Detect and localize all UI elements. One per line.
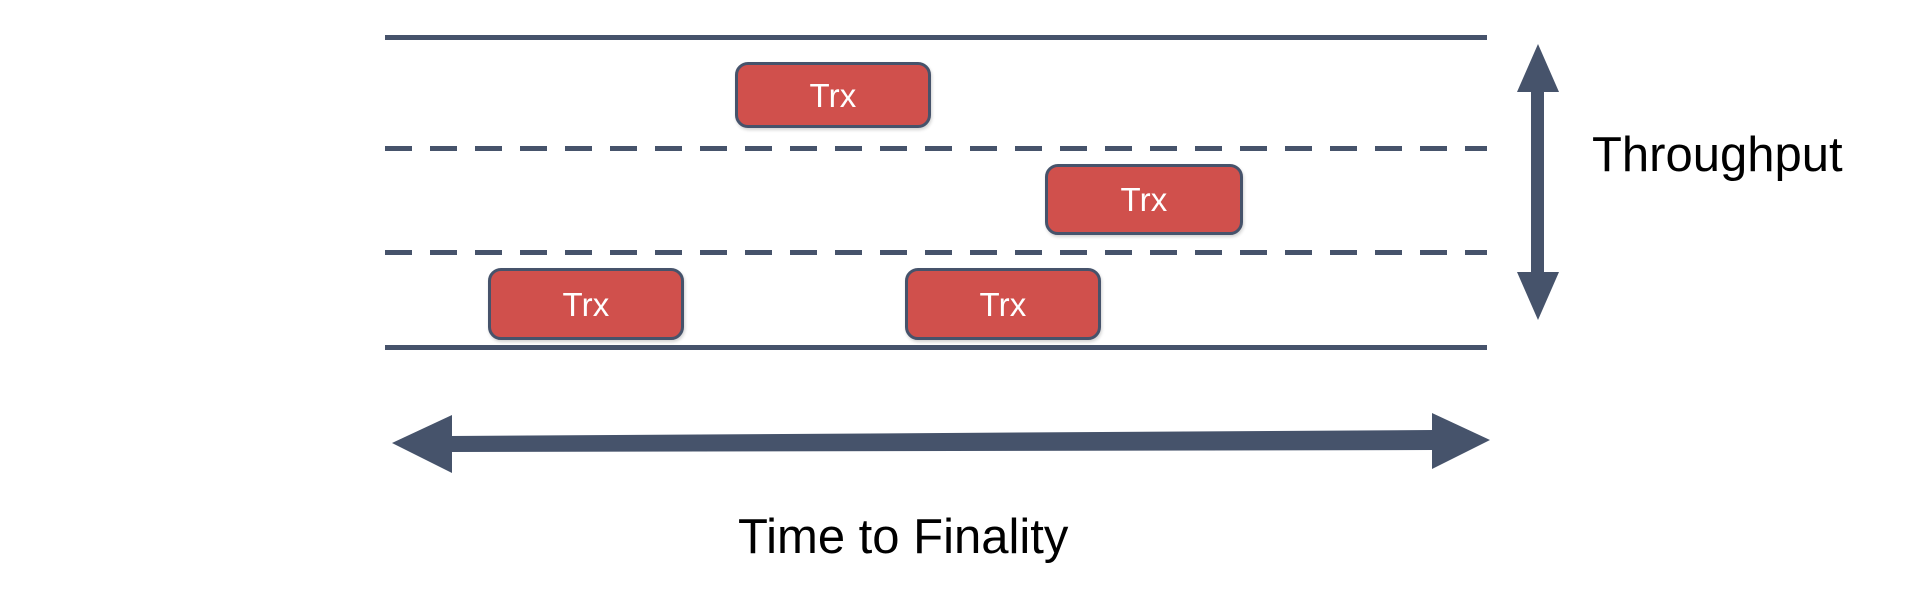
transaction-box[interactable]: Trx xyxy=(735,62,931,128)
throughput-arrow-shaft xyxy=(1531,75,1544,290)
lane-divider-upper xyxy=(385,146,1487,151)
lane-boundary-top xyxy=(385,35,1487,40)
transaction-label: Trx xyxy=(1120,181,1168,218)
time-arrow-shaft xyxy=(450,430,1434,452)
throughput-axis-arrow xyxy=(1517,44,1559,320)
axis-label-time-to-finality: Time to Finality xyxy=(738,510,1069,564)
time-to-finality-axis-arrow xyxy=(392,413,1490,473)
axis-label-throughput: Throughput xyxy=(1592,128,1843,182)
arrow-down-icon xyxy=(1517,272,1559,320)
transaction-box[interactable]: Trx xyxy=(1045,164,1243,235)
transaction-label: Trx xyxy=(562,285,610,323)
arrow-right-icon xyxy=(1432,413,1490,469)
transaction-box[interactable]: Trx xyxy=(905,268,1101,340)
transaction-label: Trx xyxy=(809,76,857,114)
transaction-label: Trx xyxy=(979,285,1027,323)
arrow-left-icon xyxy=(392,415,452,473)
lane-boundary-bottom xyxy=(385,345,1487,350)
lane-divider-lower xyxy=(385,250,1487,255)
transaction-box[interactable]: Trx xyxy=(488,268,684,340)
arrow-up-icon xyxy=(1517,44,1559,92)
